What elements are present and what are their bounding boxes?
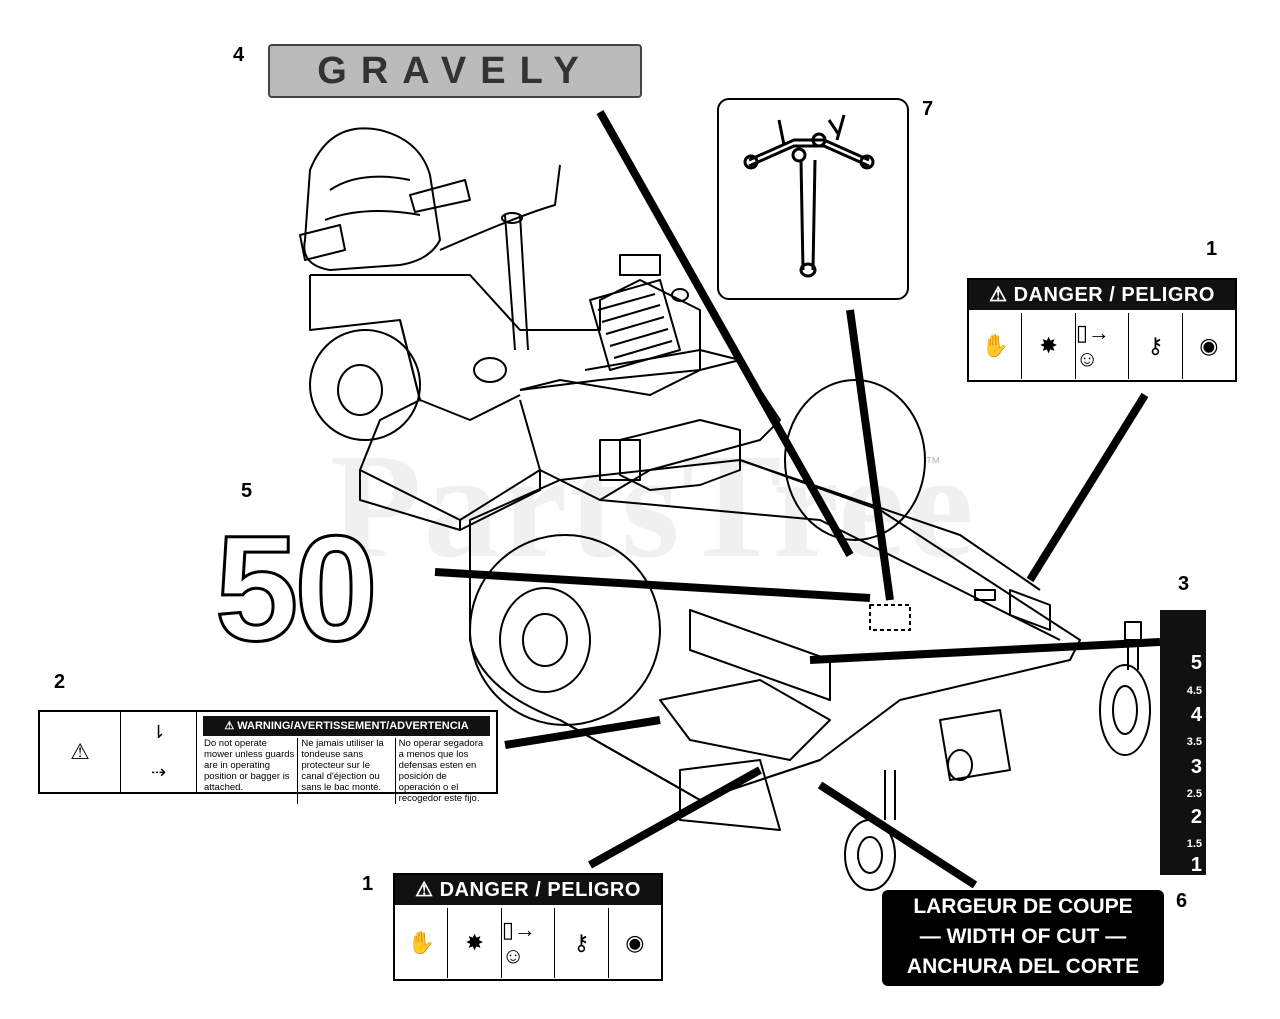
warning-decal: ⚠ ⇂⇢ ⚠ WARNING/AVERTISSEMENT/ADVERTENCIA… — [38, 710, 498, 804]
width-of-cut-es: ANCHURA DEL CORTE — [906, 955, 1140, 978]
hand-slip-icon: ✋ — [407, 930, 435, 955]
warning-text-es: No operar segadora a menos que los defen… — [394, 738, 492, 804]
brand-logo-decal: GRAVELY — [268, 44, 642, 98]
callout-1-top: 1 — [1206, 238, 1218, 260]
keep-away-icon: ▯→☺ — [500, 908, 554, 978]
guard-position-icon: ⇂⇢ — [121, 712, 197, 792]
callout-7: 7 — [922, 98, 934, 120]
read-manual-icon: ◉ — [607, 908, 661, 978]
width-of-cut-decal: LARGEUR DE COUPE — WIDTH OF CUT — ANCHUR… — [882, 890, 1164, 986]
scale-tick-5: 5 — [1190, 652, 1202, 674]
trademark-symbol: ™ — [925, 455, 941, 472]
callout-6: 6 — [1176, 890, 1188, 912]
mower-discharge-icon: ⚠ — [40, 712, 121, 792]
width-of-cut-fr: LARGEUR DE COUPE — [913, 895, 1133, 918]
callout-1-bottom: 1 — [362, 873, 374, 895]
scale-tick-1: 1 — [1190, 854, 1202, 876]
warning-header: ⚠ WARNING/AVERTISSEMENT/ADVERTENCIA — [203, 716, 490, 736]
cutting-height-scale: 5 4.5 4 3.5 3 2.5 2 1.5 1 — [1160, 610, 1206, 876]
callout-2: 2 — [54, 671, 66, 693]
blade-warning-icon: ✸ — [447, 908, 500, 978]
deck-size-50-decal: 50 — [214, 504, 380, 672]
danger-decal-bottom: ⚠ DANGER / PELIGRO ✋ ✸ ▯→☺ ⚷ ◉ — [393, 873, 663, 981]
danger-header: ⚠ DANGER / PELIGRO — [395, 875, 661, 905]
danger-decal-top: ⚠ DANGER / PELIGRO ✋ ✸ ▯→☺ ⚷ ◉ — [967, 278, 1237, 382]
remove-key-icon: ⚷ — [554, 908, 607, 978]
scale-tick-2: 2 — [1190, 806, 1202, 828]
remove-key-icon: ⚷ — [1128, 313, 1181, 379]
danger-header: ⚠ DANGER / PELIGRO — [969, 280, 1235, 310]
warning-text-fr: Ne jamais utiliser la tondeuse sans prot… — [297, 738, 394, 804]
scale-tick-1-5: 1.5 — [1186, 838, 1202, 850]
scale-tick-4: 4 — [1190, 704, 1202, 726]
warning-text-en: Do not operate mower unless guards are i… — [204, 738, 295, 793]
width-of-cut-en: — WIDTH OF CUT — — [919, 925, 1127, 948]
blade-warning-icon: ✸ — [1021, 313, 1074, 379]
callout-5: 5 — [241, 480, 253, 502]
scale-tick-3: 3 — [1190, 756, 1202, 778]
read-manual-icon: ◉ — [1181, 313, 1235, 379]
callout-3: 3 — [1178, 573, 1190, 595]
scale-tick-3-5: 3.5 — [1186, 736, 1202, 748]
callout-4: 4 — [233, 44, 245, 66]
scale-tick-4-5: 4.5 — [1186, 685, 1202, 697]
hand-slip-icon: ✋ — [981, 333, 1009, 358]
keep-away-icon: ▯→☺ — [1074, 313, 1128, 379]
linkage-icon — [743, 114, 875, 278]
detail-inset-box — [717, 98, 909, 300]
scale-tick-2-5: 2.5 — [1186, 788, 1202, 800]
